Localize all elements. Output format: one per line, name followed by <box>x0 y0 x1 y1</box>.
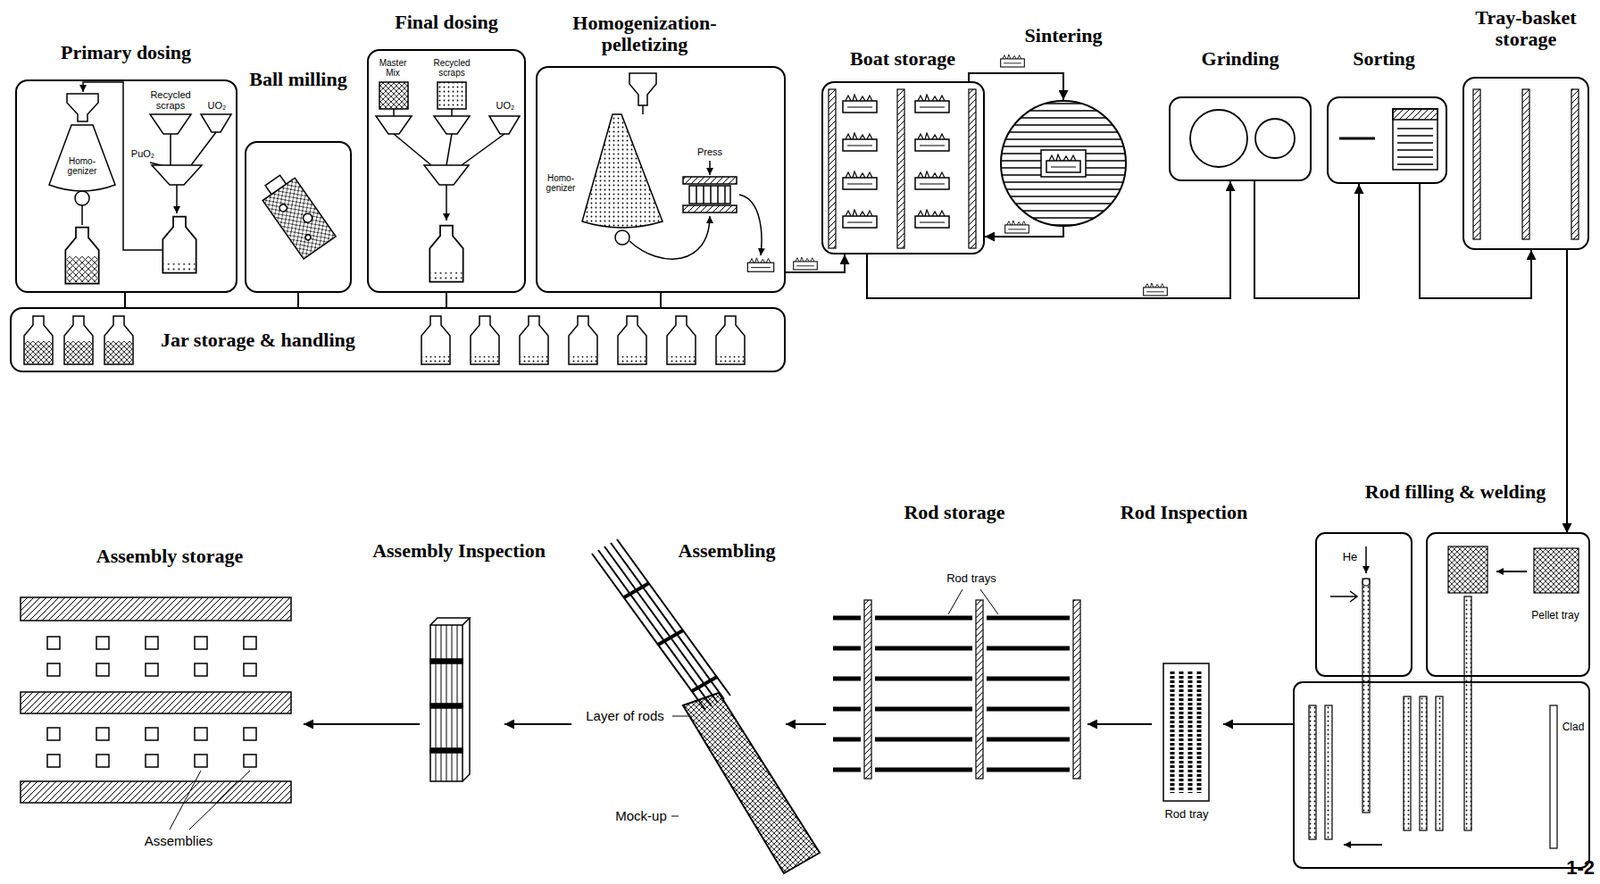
process-station: Rod storage <box>825 571 1088 786</box>
process-station: Assembling <box>571 571 786 875</box>
jar-rack <box>24 316 745 365</box>
station-heading: Ball milling <box>249 68 347 91</box>
station-heading: Rod filling & welding <box>1365 481 1546 503</box>
sintering-furnace <box>1000 103 1127 225</box>
flow-arrow <box>1087 723 1152 725</box>
process-box: Sorting <box>1326 96 1448 184</box>
station-heading: Jar storage & handling <box>160 329 356 351</box>
assembly-storage-shelves <box>20 597 292 830</box>
part-label: PuO₂ <box>131 148 155 159</box>
flow-arrow <box>1223 723 1294 725</box>
sorting-station <box>1339 108 1438 170</box>
part-label: UO₂ <box>208 100 227 111</box>
station-heading: Boat storage <box>850 48 956 70</box>
part-label: Recycled scraps <box>145 89 196 111</box>
tray-rack <box>1473 89 1579 240</box>
flow-arrow <box>1419 183 1532 299</box>
flow-arrow <box>297 292 300 308</box>
process-station: Rod Inspection <box>1151 571 1224 809</box>
process-box: Primary dosing <box>15 79 238 293</box>
grinding-wheels <box>1190 109 1295 167</box>
part-label: Rod tray <box>1164 808 1209 821</box>
process-station: Rod filling & welding <box>1293 533 1590 868</box>
part-label: UO₂ <box>496 100 516 111</box>
part-label: Rod trays <box>946 572 997 585</box>
station-heading: Assembling <box>678 540 776 562</box>
part-label: Homo- genizer <box>64 156 100 176</box>
boat-rack <box>828 89 976 249</box>
process-box: Final dosing <box>366 49 526 293</box>
flow-arrow <box>1254 181 1359 299</box>
rod-filling-welding-cells <box>1293 533 1590 868</box>
part-label: Homo- genizer <box>542 173 579 193</box>
station-heading: Grinding <box>1201 48 1280 70</box>
part-label: Assemblies <box>144 833 214 850</box>
rod-tray <box>1163 663 1209 801</box>
process-box: Jar storage & handling <box>9 307 786 373</box>
process-box: Boat storage <box>821 81 985 255</box>
flow-arrow <box>659 292 662 308</box>
flow-arrow <box>124 292 126 308</box>
flow-arrow <box>445 292 448 308</box>
station-heading: Rod storage <box>903 501 1005 524</box>
flow-arrow <box>785 723 826 725</box>
flow-arrow <box>303 723 420 725</box>
process-box: Tray-basket storage <box>1462 76 1590 250</box>
flow-arrow <box>984 226 1064 237</box>
flow-arrow <box>968 73 1064 100</box>
station-heading: Homogenization- pelletizing <box>546 12 743 56</box>
station-heading: Tray-basket storage <box>1458 7 1593 50</box>
process-circle: Sintering <box>1000 100 1127 227</box>
flow-arrow <box>866 181 1231 299</box>
fuel-assembly <box>430 617 470 782</box>
station-heading: Sintering <box>1025 25 1103 47</box>
flow-arrow <box>1566 250 1568 534</box>
flow-arrow <box>785 254 845 273</box>
station-heading: Assembly Inspection <box>372 540 546 562</box>
part-label: 1-2 <box>1566 857 1595 879</box>
final-dosing-equipment <box>375 82 520 283</box>
process-station: Assembly Inspection <box>419 580 505 795</box>
station-heading: Sorting <box>1352 48 1416 70</box>
part-label: Layer of rods <box>585 708 665 725</box>
boat-in-transit <box>793 54 1168 296</box>
process-box: Ball milling <box>244 141 352 293</box>
ball-mill-jar <box>256 168 336 259</box>
part-label: Pellet tray <box>1531 609 1579 622</box>
assembly-mockup <box>591 539 820 874</box>
homogenizer-press <box>582 73 775 272</box>
process-box: Grinding <box>1168 96 1312 182</box>
part-label: Clad <box>1562 721 1585 734</box>
flow-arrow <box>504 723 572 725</box>
part-label: Press <box>697 146 723 158</box>
station-heading: Primary dosing <box>60 41 192 64</box>
process-station: Assembly storage <box>13 580 304 849</box>
part-label: Master Mix <box>373 58 413 78</box>
part-label: Mock-up <box>615 808 667 825</box>
rod-storage-rack <box>833 589 1081 779</box>
primary-dosing-equipment <box>49 82 232 284</box>
station-heading: Final dosing <box>394 11 499 34</box>
part-label: He <box>1342 550 1359 564</box>
station-heading: Rod Inspection <box>1120 501 1248 524</box>
station-heading: Assembly storage <box>96 545 243 567</box>
part-label: Recycled scraps <box>427 58 476 78</box>
